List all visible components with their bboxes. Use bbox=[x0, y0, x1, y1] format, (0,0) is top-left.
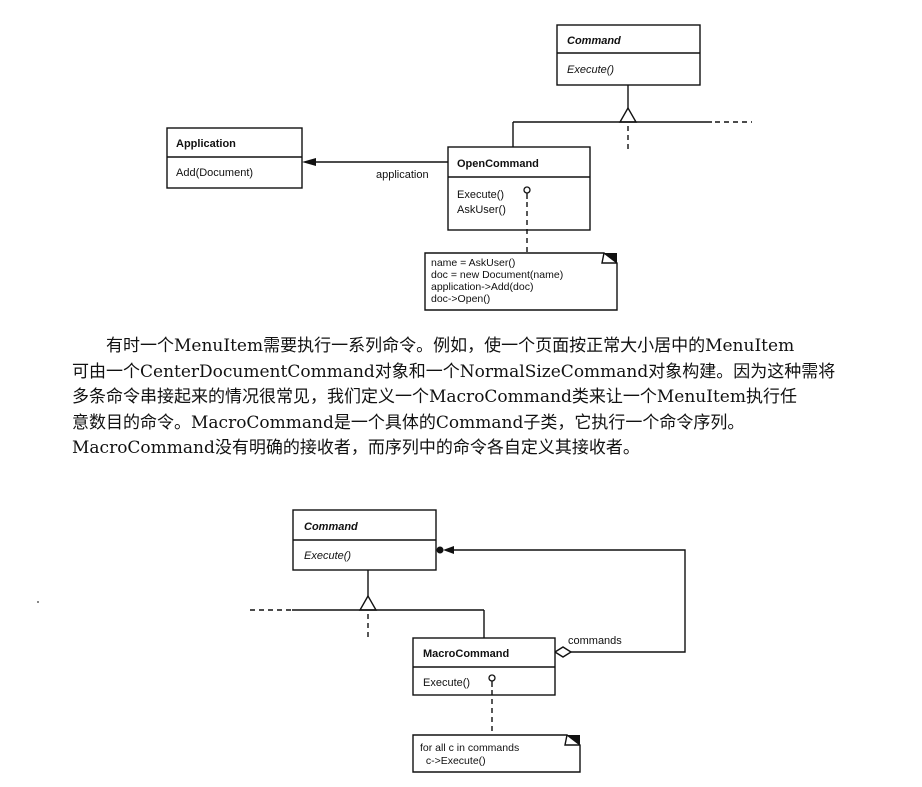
aggregation-label: commands bbox=[568, 635, 622, 647]
paragraph-line: 多条命令串接起来的情况很常见，我们定义一个MacroCommand类来让一个Me… bbox=[72, 387, 797, 407]
note-line: c->Execute() bbox=[420, 755, 486, 767]
scan-speck bbox=[37, 601, 39, 603]
class-box bbox=[447, 146, 591, 231]
aggregation-diamond-icon bbox=[553, 646, 573, 658]
paragraph-line: 意数目的命令。MacroCommand是一个具体的Command子类，它执行一个… bbox=[72, 412, 745, 433]
operation: AskUser() bbox=[457, 204, 506, 216]
bottom-diagram: Command Execute() commands MacroCommand … bbox=[250, 509, 686, 773]
inheritance-connector-bottom bbox=[250, 570, 485, 640]
note-anchor-icon bbox=[523, 186, 531, 194]
association-application: application bbox=[302, 158, 448, 181]
class-name: OpenCommand bbox=[457, 158, 539, 170]
note-fold-edge bbox=[564, 734, 580, 746]
class-box bbox=[166, 127, 303, 189]
class-name: Application bbox=[176, 138, 236, 150]
arrowhead-icon bbox=[302, 158, 316, 166]
note-anchor-icon bbox=[488, 674, 496, 682]
note-fold-edge bbox=[601, 252, 617, 264]
note-line: name = AskUser() bbox=[431, 257, 515, 269]
aggregation-commands: commands bbox=[436, 546, 686, 658]
note-line: application->Add(doc) bbox=[431, 281, 533, 293]
class-name: MacroCommand bbox=[423, 648, 509, 660]
class-command-bottom: Command Execute() bbox=[292, 509, 437, 571]
operation: Execute() bbox=[423, 677, 470, 689]
inheritance-connector-top bbox=[512, 85, 752, 150]
operation: Add(Document) bbox=[176, 167, 253, 179]
note-line: for all c in commands bbox=[420, 742, 519, 754]
inheritance-triangle-icon bbox=[618, 106, 638, 123]
class-box bbox=[556, 24, 701, 86]
multiplicity-dot-icon bbox=[436, 546, 444, 554]
aggregation-line bbox=[454, 549, 686, 653]
class-opencommand: OpenCommand Execute() AskUser() bbox=[447, 146, 591, 231]
inheritance-triangle-icon bbox=[358, 594, 378, 611]
note-fold-icon bbox=[567, 735, 580, 745]
top-diagram: Command Execute() Application Add(Docume… bbox=[166, 24, 752, 311]
note-macrocommand: for all c in commands c->Execute() bbox=[412, 734, 581, 773]
operation: Execute() bbox=[457, 189, 504, 201]
note-fold-icon bbox=[604, 253, 617, 263]
note-line: doc->Open() bbox=[431, 293, 490, 305]
arrowhead-icon bbox=[443, 546, 454, 554]
note-opencommand: name = AskUser() doc = new Document(name… bbox=[424, 252, 618, 311]
note-box bbox=[424, 252, 618, 311]
class-application: Application Add(Document) bbox=[166, 127, 303, 189]
note-line: doc = new Document(name) bbox=[431, 269, 563, 281]
association-label: application bbox=[376, 169, 429, 181]
body-paragraph: 有时一个MenuItem需要执行一系列命令。例如，使一个页面按正常大小居中的Me… bbox=[72, 334, 862, 462]
note-box bbox=[412, 734, 581, 773]
operation: Execute() bbox=[304, 550, 351, 562]
paragraph-line: 可由一个CenterDocumentCommand对象和一个NormalSize… bbox=[72, 361, 836, 382]
operation: Execute() bbox=[567, 64, 614, 76]
paragraph-line: 有时一个MenuItem需要执行一系列命令。例如，使一个页面按正常大小居中的Me… bbox=[106, 336, 795, 356]
class-name: Command bbox=[567, 35, 621, 47]
class-command-top: Command Execute() bbox=[556, 24, 701, 86]
class-macrocommand: MacroCommand Execute() bbox=[412, 637, 556, 696]
class-name: Command bbox=[304, 521, 358, 533]
paragraph-line: MacroCommand没有明确的接收者，而序列中的命令各自定义其接收者。 bbox=[72, 438, 640, 458]
